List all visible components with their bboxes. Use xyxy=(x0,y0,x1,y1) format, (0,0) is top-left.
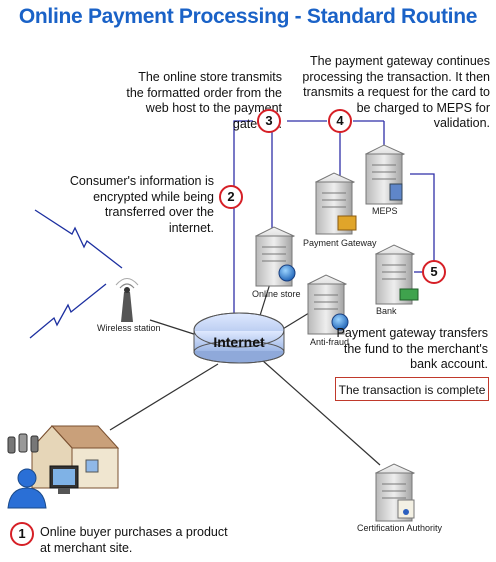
bank-server-icon xyxy=(374,244,419,305)
step-3-marker: 3 xyxy=(257,109,281,133)
store-label: Online store xyxy=(252,289,301,299)
computer-icon xyxy=(49,465,79,494)
note-encrypted: Consumer's information is encrypted whil… xyxy=(69,174,214,235)
bank-label: Bank xyxy=(376,306,397,316)
note-store-transmit: The online store transmits the formatted… xyxy=(126,70,282,131)
note-transfer: Payment gateway transfers the fund to th… xyxy=(336,326,488,371)
meps-server-icon xyxy=(364,144,406,205)
wireless-tower-icon xyxy=(115,278,139,322)
step-2-marker: 2 xyxy=(219,185,243,209)
page-title: Online Payment Processing - Standard Rou… xyxy=(18,5,478,28)
note-gateway-continue: The payment gateway continues processing… xyxy=(302,54,490,130)
hub-to-ca-line xyxy=(261,359,381,466)
internet-label: Internet xyxy=(213,334,265,350)
signal-upper xyxy=(34,209,123,269)
step-5-marker: 5 xyxy=(422,260,446,284)
step-4-marker: 4 xyxy=(328,109,352,133)
store-server-icon xyxy=(254,226,296,287)
gateway-label: Payment Gateway xyxy=(303,238,377,248)
wireless-signals xyxy=(29,209,123,339)
antifraud-label: Anti-fraud xyxy=(310,337,350,347)
note-buyer: Online buyer purchases a product at merc… xyxy=(40,525,228,555)
internet-hub-icon xyxy=(193,312,285,364)
phone-icons xyxy=(7,433,39,454)
signal-lower xyxy=(29,283,107,339)
ca-label: Certification Authority xyxy=(357,523,443,533)
step-1-marker: 1 xyxy=(10,522,34,546)
hub-to-buyer-line xyxy=(109,363,219,431)
link-internet-to-step3 xyxy=(233,120,253,355)
gateway-server-icon xyxy=(314,172,357,235)
meps-label: MEPS xyxy=(372,206,398,216)
antifraud-server-icon xyxy=(306,274,349,335)
ca-server-icon xyxy=(374,463,416,522)
wireless-label: Wireless station xyxy=(97,323,161,333)
person-icon xyxy=(7,468,47,509)
link-meps-to-step5 xyxy=(410,173,435,264)
transaction-complete-box: The transaction is complete xyxy=(335,377,489,401)
